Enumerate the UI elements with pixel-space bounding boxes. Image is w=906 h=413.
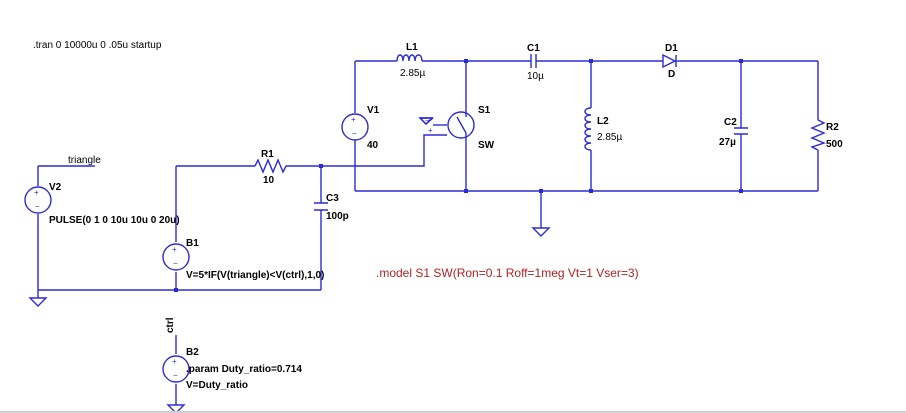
component-value-b2: V=Duty_ratio: [186, 380, 248, 391]
component-name-b2: B2: [186, 347, 199, 358]
component-value-r1: 10: [263, 175, 275, 186]
diode-d1-symbol[interactable]: [662, 53, 680, 69]
component-name-l1: L1: [406, 42, 418, 53]
capacitor-c2-symbol[interactable]: [734, 127, 748, 135]
svg-text:+: +: [351, 115, 356, 124]
component-value-c1: 10µ: [527, 71, 544, 82]
component-name-c1: C1: [527, 43, 540, 54]
component-value-v2: PULSE(0 1 0 10u 10u 0 20u): [49, 215, 180, 226]
capacitor-c3-symbol[interactable]: [314, 202, 328, 211]
component-value-d1: D: [668, 69, 675, 80]
resistor-r2-symbol[interactable]: [810, 119, 826, 151]
component-name-r1: R1: [261, 149, 274, 160]
component-value-s1: SW: [478, 140, 495, 151]
ground-symbol: [166, 404, 186, 413]
component-name-v1: V1: [367, 105, 380, 116]
svg-text:+: +: [172, 357, 177, 366]
net-label-triangle[interactable]: triangle: [68, 155, 101, 166]
svg-text:+: +: [428, 126, 433, 135]
resistor-r1-symbol[interactable]: [254, 158, 287, 174]
svg-text:−: −: [352, 129, 357, 138]
behavioral-source-b2-symbol[interactable]: + −: [162, 355, 190, 383]
component-name-v2: V2: [49, 182, 62, 193]
component-name-d1: D1: [665, 43, 678, 54]
ground-symbol: [28, 297, 48, 307]
component-name-r2: R2: [826, 122, 839, 133]
component-name-l2: L2: [597, 116, 609, 127]
svg-text:−: −: [173, 371, 178, 380]
svg-text:−: −: [173, 259, 178, 268]
wires: [37, 60, 819, 405]
ground-symbol: [531, 227, 551, 237]
component-value-b1: V=5*IF(V(triangle)<V(ctrl),1,0): [186, 270, 324, 281]
component-name-s1: S1: [478, 105, 491, 116]
net-label-ctrl[interactable]: ctrl: [165, 317, 176, 333]
behavioral-source-b1-symbol[interactable]: + −: [162, 243, 190, 271]
component-name-b1: B1: [186, 238, 199, 249]
spice-directive[interactable]: .tran 0 10000u 0 .05u startup: [33, 40, 162, 51]
window-bottom-edge: [0, 411, 906, 413]
junction-dots: [174, 59, 743, 292]
ground-symbol: [418, 117, 434, 125]
capacitor-c1-symbol[interactable]: [527, 54, 540, 68]
svg-text:+: +: [172, 245, 177, 254]
svg-text:+: +: [34, 188, 39, 197]
component-value-c3: 100p: [326, 211, 349, 222]
component-value-r2: 500: [826, 139, 843, 150]
model-statement[interactable]: .model S1 SW(Ron=0.1 Roff=1meg Vt=1 Vser…: [376, 266, 639, 280]
voltage-source-v1-symbol[interactable]: + −: [341, 113, 369, 141]
component-value-l2: 2.85µ: [597, 132, 622, 143]
inductor-l2-symbol[interactable]: [584, 107, 592, 151]
voltage-source-v2-symbol[interactable]: + −: [24, 186, 52, 214]
component-value-l1: 2.85µ: [400, 68, 425, 79]
component-value-c2: 27µ: [719, 137, 736, 148]
svg-text:−: −: [425, 116, 430, 125]
switch-s1-symbol[interactable]: − +: [419, 111, 475, 139]
component-name-c2: C2: [724, 117, 737, 128]
inductor-l1-symbol[interactable]: [396, 54, 423, 62]
component-value-v1: 40: [367, 140, 379, 151]
svg-text:−: −: [35, 202, 40, 211]
component-name-c3: C3: [326, 193, 339, 204]
component-param-b2: .param Duty_ratio=0.714: [186, 364, 302, 375]
